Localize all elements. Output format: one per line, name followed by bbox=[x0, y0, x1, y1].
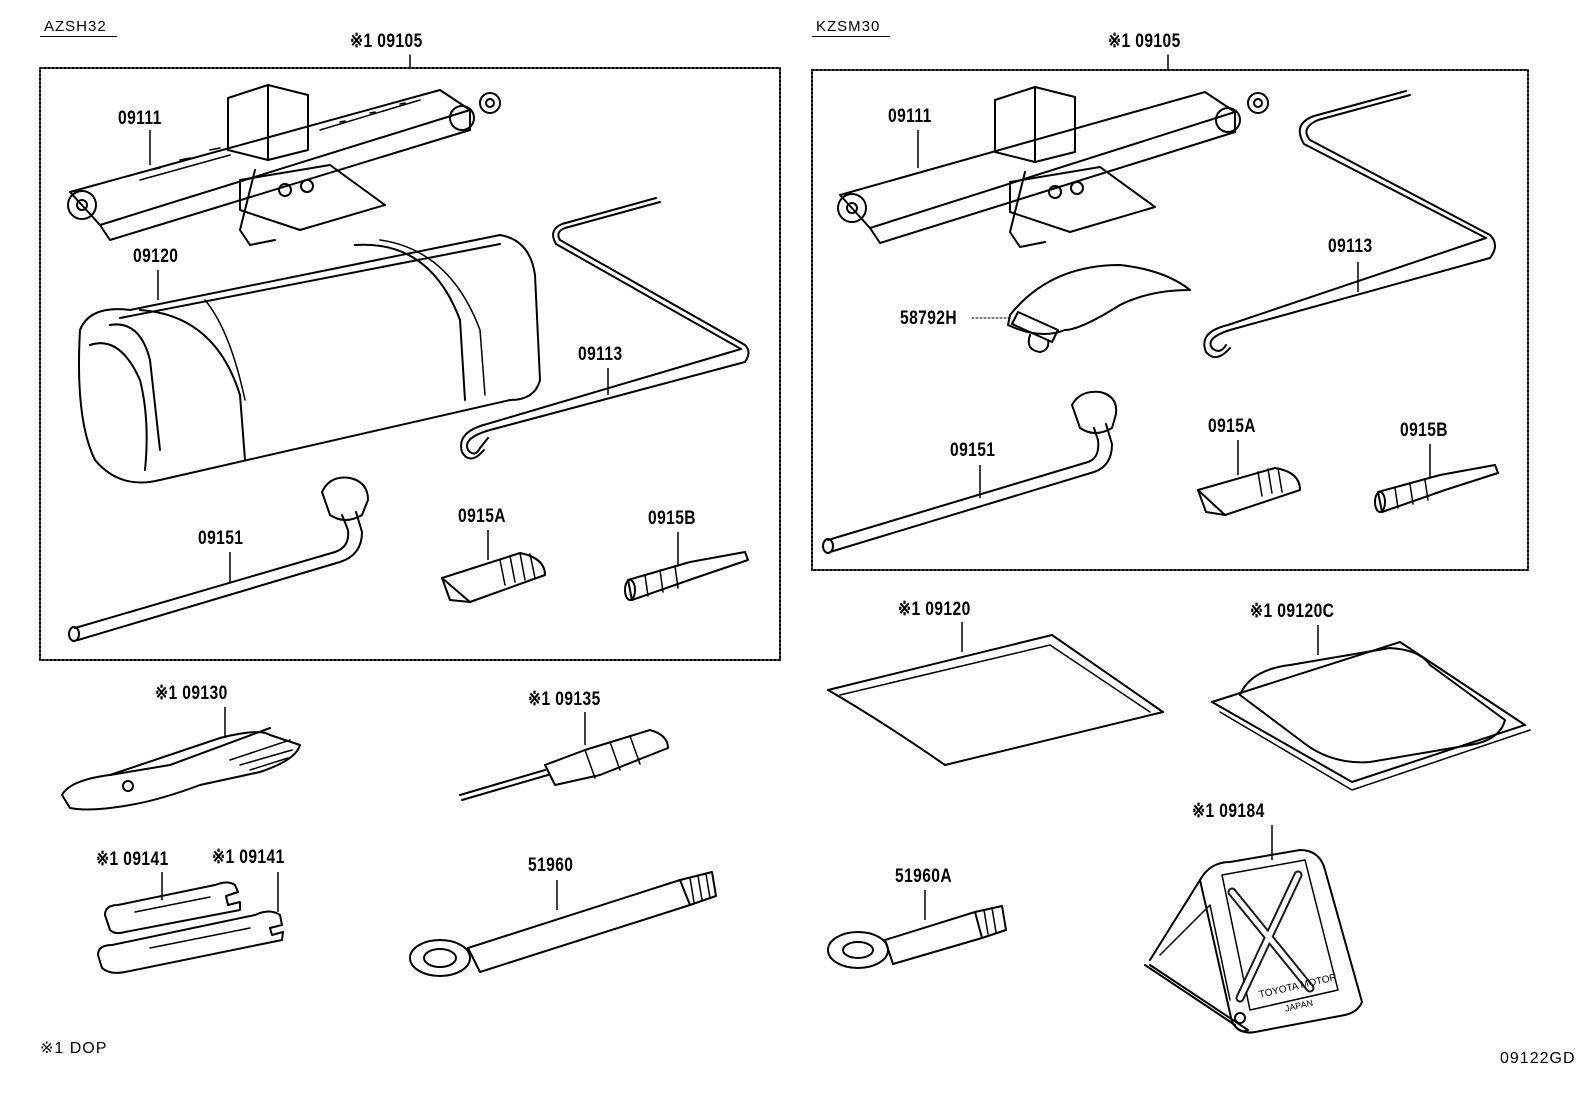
label-09151-left: 09151 bbox=[198, 528, 244, 549]
label-51960a: 51960A bbox=[895, 866, 953, 887]
jack-icon bbox=[837, 86, 1269, 248]
variant-header-right: KZSM30 bbox=[812, 18, 891, 37]
jack-strap-icon bbox=[1007, 264, 1191, 353]
label-0915a-right: 0915A bbox=[1208, 416, 1256, 437]
label-58792h: 58792H bbox=[900, 308, 958, 329]
footnote: ※1 DOP bbox=[40, 1040, 108, 1057]
figure-id: 09122GD bbox=[1500, 1050, 1576, 1067]
towing-hook-icon bbox=[827, 905, 1007, 969]
label-09111-left: 09111 bbox=[118, 108, 162, 129]
variant-header-left: AZSH32 bbox=[40, 18, 117, 37]
adapter-icon bbox=[441, 552, 546, 603]
lug-wrench-icon bbox=[822, 390, 1118, 554]
label-09130: ※1 09130 bbox=[155, 683, 228, 704]
label-09120-left: 09120 bbox=[133, 246, 179, 267]
label-09141-a: ※1 09141 bbox=[96, 849, 169, 870]
label-09105-left: ※1 09105 bbox=[350, 31, 423, 52]
jack-handle-icon bbox=[1203, 90, 1496, 359]
tool-bag-icon bbox=[78, 234, 541, 484]
label-0915a-left: 0915A bbox=[458, 506, 506, 527]
label-51960: 51960 bbox=[528, 855, 574, 876]
label-09105-right: ※1 09105 bbox=[1108, 31, 1181, 52]
label-09141-b: ※1 09141 bbox=[212, 847, 285, 868]
screwdriver-icon bbox=[459, 729, 669, 801]
adapter-b-icon bbox=[1374, 464, 1499, 513]
towing-hook-icon bbox=[409, 871, 717, 977]
label-09184: ※1 09184 bbox=[1192, 801, 1265, 822]
label-09151-right: 09151 bbox=[950, 440, 996, 461]
label-09135: ※1 09135 bbox=[528, 689, 601, 710]
label-09120c: ※1 09120C bbox=[1250, 601, 1335, 622]
kit-box-right bbox=[811, 69, 1529, 571]
label-09113-right: 09113 bbox=[1328, 236, 1373, 257]
adapter-b-icon bbox=[624, 551, 749, 601]
open-wrench-icon bbox=[97, 881, 284, 974]
label-09113-left: 09113 bbox=[578, 344, 623, 365]
tool-mat-icon bbox=[827, 634, 1164, 766]
pliers-icon bbox=[61, 727, 301, 811]
label-09111-right: 09111 bbox=[888, 106, 932, 127]
lug-wrench-icon bbox=[68, 476, 369, 642]
jack-icon bbox=[67, 84, 501, 246]
tool-pouch-icon bbox=[1211, 641, 1531, 791]
label-0915b-left: 0915B bbox=[648, 508, 696, 529]
warning-triangle-icon bbox=[1144, 849, 1363, 1034]
label-0915b-right: 0915B bbox=[1400, 420, 1448, 441]
label-09120-right: ※1 09120 bbox=[898, 599, 971, 620]
jack-handle-icon bbox=[460, 197, 750, 460]
adapter-icon bbox=[1197, 467, 1301, 516]
